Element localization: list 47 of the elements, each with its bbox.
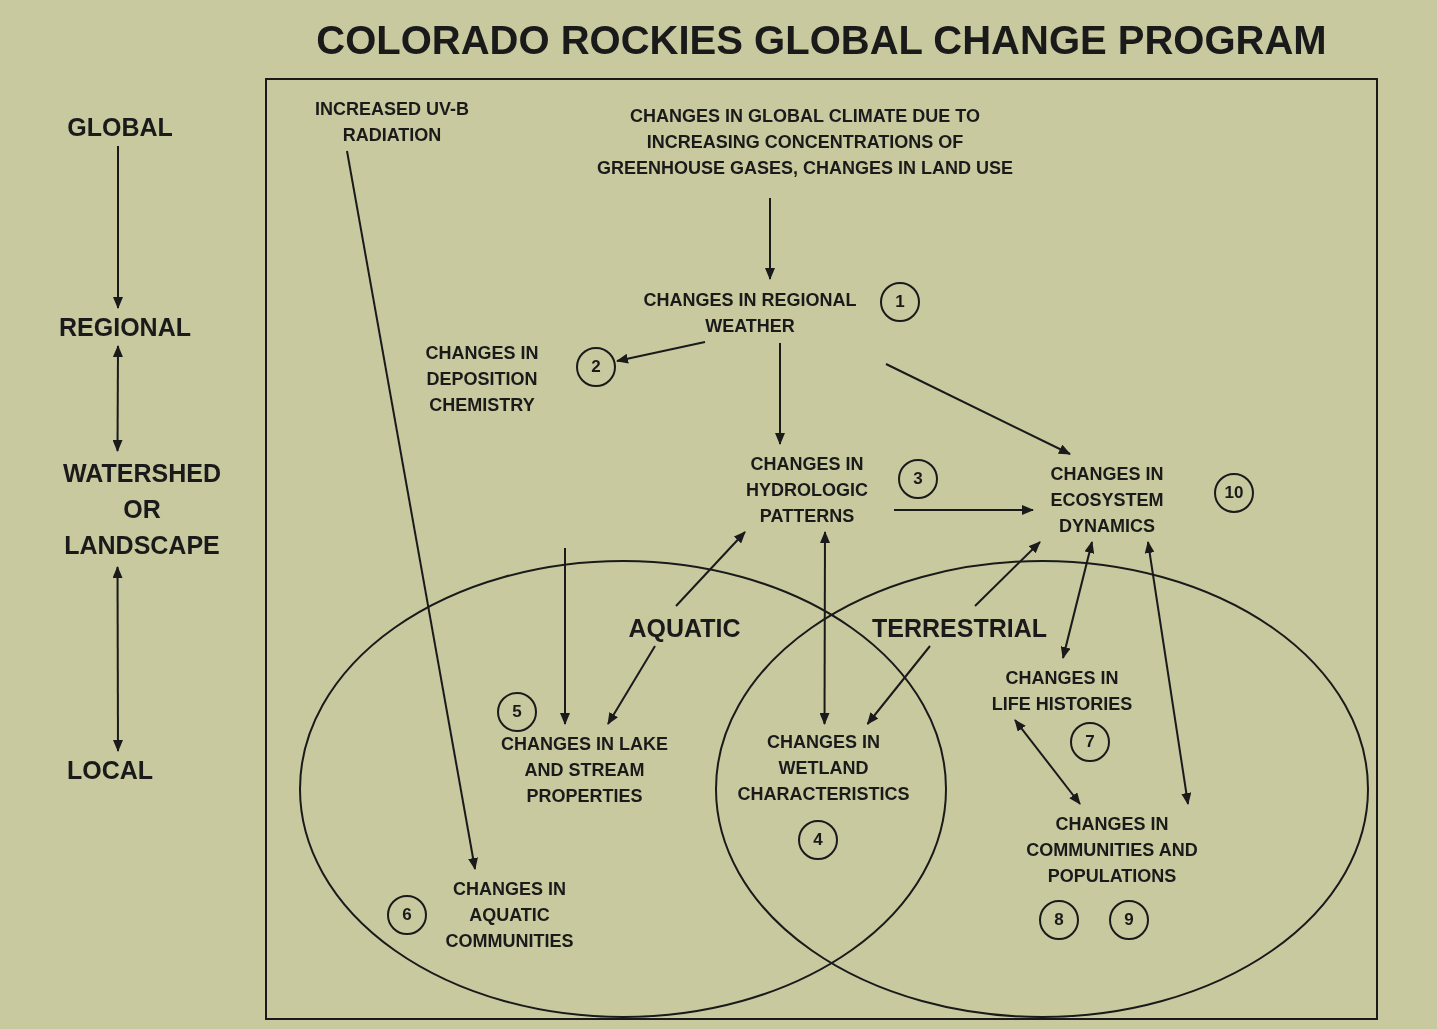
node-label: CHANGES IN WETLAND CHARACTERISTICS (726, 728, 921, 808)
scale-label: WATERSHED OR LANDSCAPE (57, 455, 227, 563)
arrow (346, 150, 478, 870)
frame-box (265, 78, 1378, 1020)
arrow (113, 145, 123, 309)
scale-label: REGIONAL (40, 312, 210, 342)
arrow (885, 363, 1071, 455)
callout-number: 9 (1109, 900, 1149, 940)
callout-number: 2 (576, 347, 616, 387)
node-label: CHANGES IN COMMUNITIES AND POPULATIONS (997, 810, 1227, 890)
node-label: CHANGES IN ECOSYSTEM DYNAMICS (1037, 460, 1177, 540)
node-label: CHANGES IN REGIONAL WEATHER (625, 285, 875, 341)
callout-number: 5 (497, 692, 537, 732)
arrow (1144, 541, 1192, 805)
node-label: INCREASED UV-B RADIATION (292, 95, 492, 149)
node-label: CHANGES IN LAKE AND STREAM PROPERTIES (492, 730, 677, 810)
arrow (112, 345, 123, 452)
scale-label: GLOBAL (50, 112, 190, 142)
callout-number: 6 (387, 895, 427, 935)
arrow (974, 541, 1041, 607)
arrow (675, 531, 746, 607)
callout-number: 1 (880, 282, 920, 322)
arrow (1014, 719, 1081, 805)
arrow (866, 645, 931, 725)
callout-number: 4 (798, 820, 838, 860)
node-label: CHANGES IN AQUATIC COMMUNITIES (427, 875, 592, 955)
scale-label: AQUATIC (612, 612, 757, 644)
arrow (775, 342, 785, 445)
callout-number: 3 (898, 459, 938, 499)
arrow (765, 197, 775, 280)
arrow (560, 547, 570, 725)
arrow (1060, 541, 1095, 659)
scale-label: LOCAL (40, 755, 180, 785)
scale-label: TERRESTRIAL (862, 612, 1057, 644)
callout-number: 8 (1039, 900, 1079, 940)
node-label: CHANGES IN HYDROLOGIC PATTERNS (742, 450, 872, 530)
callout-number: 7 (1070, 722, 1110, 762)
arrow (607, 645, 656, 725)
node-label: CHANGES IN DEPOSITION CHEMISTRY (407, 339, 557, 419)
arrow (616, 341, 706, 364)
node-label: CHANGES IN LIFE HISTORIES (987, 664, 1137, 718)
arrow (112, 566, 123, 752)
node-label: CHANGES IN GLOBAL CLIMATE DUE TO INCREASING CONCENTRATIONS OF GREENHOUSE GASES, CHANGES IN LAND USE (585, 88, 1025, 196)
diagram-title: COLORADO ROCKIES GLOBAL CHANGE PROGRAM (315, 17, 1328, 64)
arrow (819, 531, 830, 725)
callout-number: 10 (1214, 473, 1254, 513)
arrow (893, 505, 1034, 515)
